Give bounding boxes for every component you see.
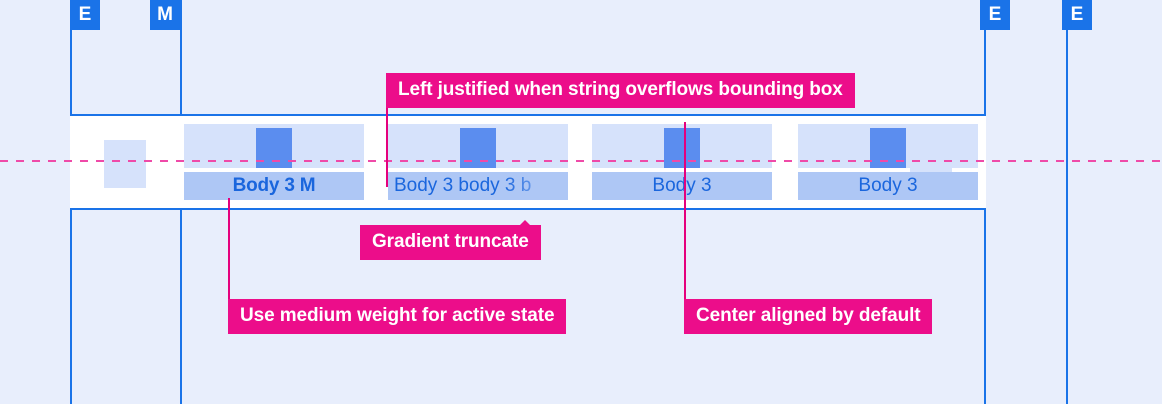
annotation-text: Use medium weight for active state bbox=[240, 305, 555, 326]
annotation-left-justified: Left justified when string overflows bou… bbox=[386, 73, 855, 108]
badge-e-right-outer: E bbox=[1062, 0, 1092, 30]
endcap-icon-left[interactable] bbox=[104, 140, 146, 188]
tab-label: Body 3 M bbox=[232, 175, 316, 196]
annotation-center-aligned: Center aligned by default bbox=[684, 299, 933, 334]
leader-medium-weight bbox=[228, 198, 230, 299]
tab-label-slot: Body 3 bbox=[798, 172, 978, 200]
tab-icon bbox=[460, 128, 496, 168]
tab-label: Body 3 bbox=[858, 175, 918, 196]
leader-left-justified bbox=[386, 107, 388, 187]
leader-center-aligned bbox=[684, 122, 686, 299]
annotation-text: Left justified when string overflows bou… bbox=[398, 79, 843, 100]
annotation-text: Center aligned by default bbox=[696, 305, 921, 326]
guide-line-4 bbox=[1066, 0, 1068, 404]
tab-label-slot: Body 3 body 3 b bbox=[388, 172, 568, 200]
tab-icon bbox=[664, 128, 700, 168]
tab-label-slot: Body 3 M bbox=[184, 172, 364, 200]
tab-item-default-2[interactable]: Body 3 bbox=[798, 124, 978, 200]
tab-icon bbox=[870, 128, 906, 168]
tab-label: Body 3 bbox=[652, 175, 712, 196]
tab-item-default-1[interactable]: Body 3 bbox=[592, 124, 772, 200]
annotation-gradient-truncate: Gradient truncate bbox=[360, 220, 541, 260]
badge-e-right-inner: E bbox=[980, 0, 1010, 30]
vertical-center-guide bbox=[0, 160, 1162, 162]
badge-e-left-outer: E bbox=[70, 0, 100, 30]
annotation-text: Gradient truncate bbox=[372, 231, 529, 252]
tab-icon bbox=[256, 128, 292, 168]
chip-notch-icon bbox=[518, 220, 531, 226]
tab-label: Body 3 body 3 b bbox=[394, 175, 532, 196]
tab-item-active[interactable]: Body 3 M bbox=[184, 124, 364, 200]
badge-m-left-inner: M bbox=[150, 0, 180, 30]
tab-label-slot: Body 3 bbox=[592, 172, 772, 200]
annotation-medium-weight: Use medium weight for active state bbox=[228, 299, 567, 334]
tab-item-overflow[interactable]: Body 3 body 3 b bbox=[388, 124, 568, 200]
